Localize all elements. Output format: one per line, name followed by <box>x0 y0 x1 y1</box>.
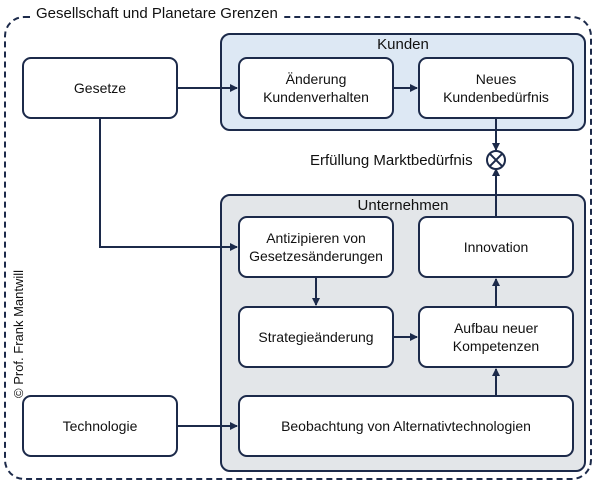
outer-title: Gesellschaft und Planetare Grenzen <box>30 4 284 24</box>
node-antizipieren-gesetzesaenderungen: Antizipieren von Gesetzesänderungen <box>238 216 394 278</box>
node-technologie: Technologie <box>22 395 178 457</box>
node-aenderung-kundenverhalten: Änderung Kundenverhalten <box>238 57 394 119</box>
group-unternehmen-title: Unternehmen <box>357 197 449 214</box>
node-beobachtung-alternativtechnologien: Beobachtung von Alternativtechnologien <box>238 395 574 457</box>
outer-boundary-gesellschaft <box>4 16 592 480</box>
node-gesetze: Gesetze <box>22 57 178 119</box>
junction-label: Erfüllung Marktbedürfnis <box>310 152 473 169</box>
junction-otimes-icon <box>486 150 506 170</box>
edge-gesetze-to-antizipieren <box>99 119 238 251</box>
group-kunden-title: Kunden <box>377 36 429 53</box>
copyright-notice: © Prof. Frank Mantwill <box>11 269 26 398</box>
node-strategieaenderung: Strategieänderung <box>238 306 394 368</box>
node-neues-kundenbeduerfnis: Neues Kundenbedürfnis <box>418 57 574 119</box>
node-aufbau-kompetenzen: Aufbau neuer Kompetenzen <box>418 306 574 368</box>
node-innovation: Innovation <box>418 216 574 278</box>
